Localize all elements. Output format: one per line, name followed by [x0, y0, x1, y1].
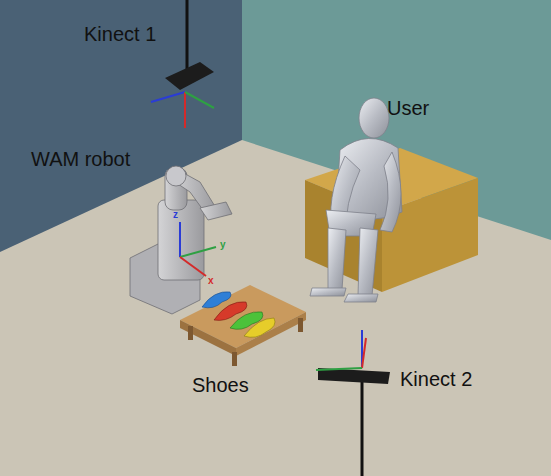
axis-label: y: [220, 240, 226, 250]
robot-label: WAM robot: [31, 149, 130, 169]
axis-label: x: [208, 276, 214, 286]
sensor-label: Kinect 1: [84, 24, 156, 44]
object-label: Shoes: [192, 375, 249, 395]
axis-label: z: [173, 210, 178, 220]
person-label: User: [387, 98, 429, 118]
sensor-label: Kinect 2: [400, 369, 472, 389]
